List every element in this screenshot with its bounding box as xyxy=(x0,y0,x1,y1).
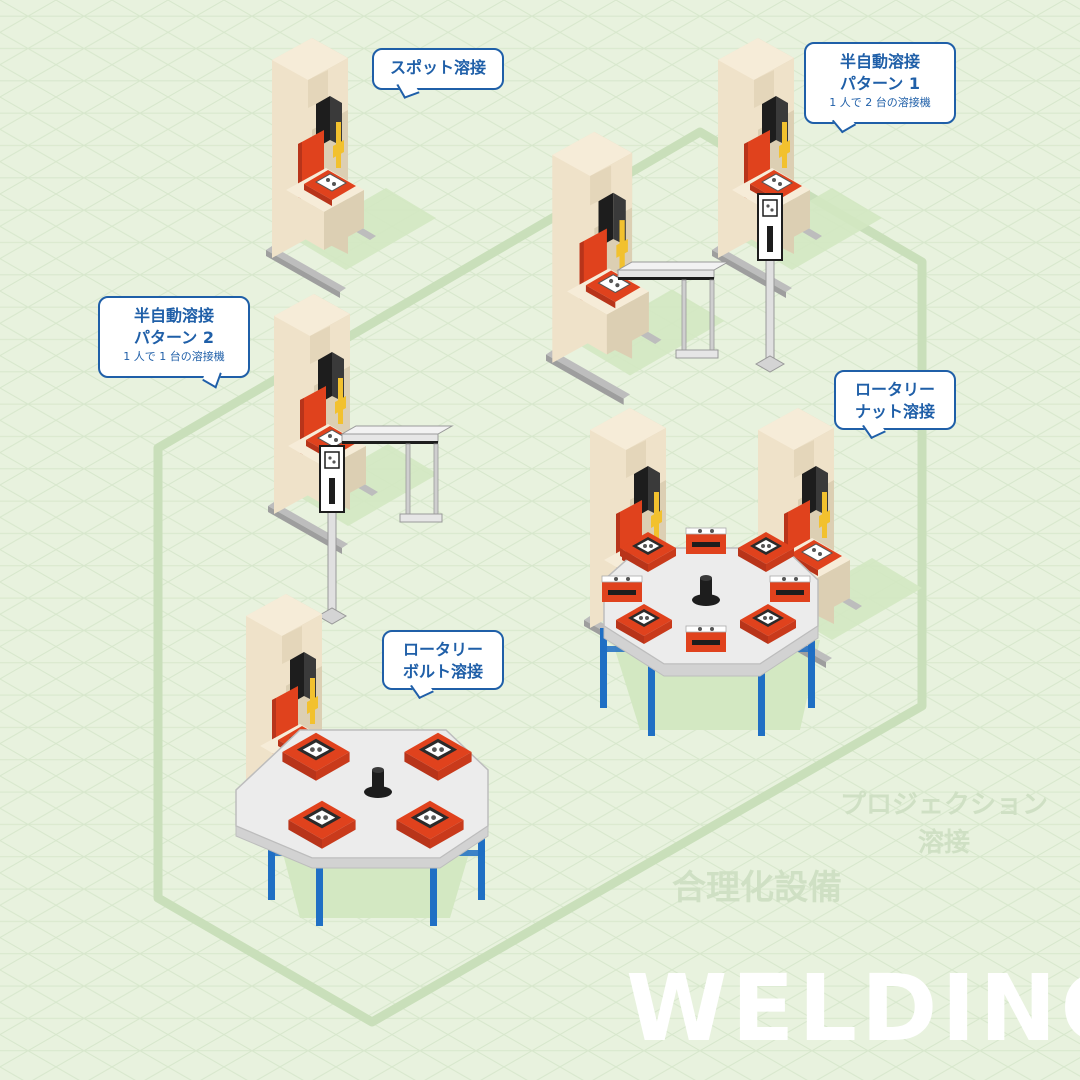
rotary-bolt-station xyxy=(235,593,489,926)
callout-spot-welding: スポット溶接 xyxy=(372,48,504,99)
callout-rotary-bolt: ロータリー ボルト溶接 xyxy=(382,630,504,699)
callout-rotary-nut-line1: ロータリー xyxy=(854,380,935,399)
callout-semi2-title-line2: パターン 2 xyxy=(134,328,214,347)
callout-rotary-nut: ロータリー ナット溶接 xyxy=(834,370,956,439)
callout-spot-title: スポット溶接 xyxy=(389,58,486,77)
callout-semi1-title-line1: 半自動溶接 xyxy=(839,52,920,71)
callout-semi-auto-pattern1: 半自動溶接 パターン 1 1 人で 2 台の溶接機 xyxy=(804,42,956,134)
callout-rotary-bolt-line1: ロータリー xyxy=(402,640,483,659)
callout-semi1-sub: 1 人で 2 台の溶接機 xyxy=(829,96,931,109)
watermark-projection-welding: プロジェクション 溶接 xyxy=(840,786,1048,862)
callout-semi2-title-line1: 半自動溶接 xyxy=(133,306,214,325)
hexagon-path xyxy=(153,127,927,1027)
watermark-rationalization: 合理化設備 xyxy=(672,868,842,908)
callout-semi1-title-line2: パターン 1 xyxy=(840,74,920,93)
callout-rotary-nut-line2: ナット溶接 xyxy=(854,402,935,421)
callout-semi2-sub: 1 人で 1 台の溶接機 xyxy=(123,350,225,363)
watermark-welding: WELDING xyxy=(626,955,1080,1062)
callout-rotary-bolt-line2: ボルト溶接 xyxy=(402,662,483,681)
watermark-projection-line2: 溶接 xyxy=(917,828,970,858)
callout-semi-auto-pattern2: 半自動溶接 パターン 2 1 人で 1 台の溶接機 xyxy=(98,296,250,389)
watermark-projection-line1: プロジェクション xyxy=(839,790,1048,820)
rotary-nut-station xyxy=(583,407,923,736)
